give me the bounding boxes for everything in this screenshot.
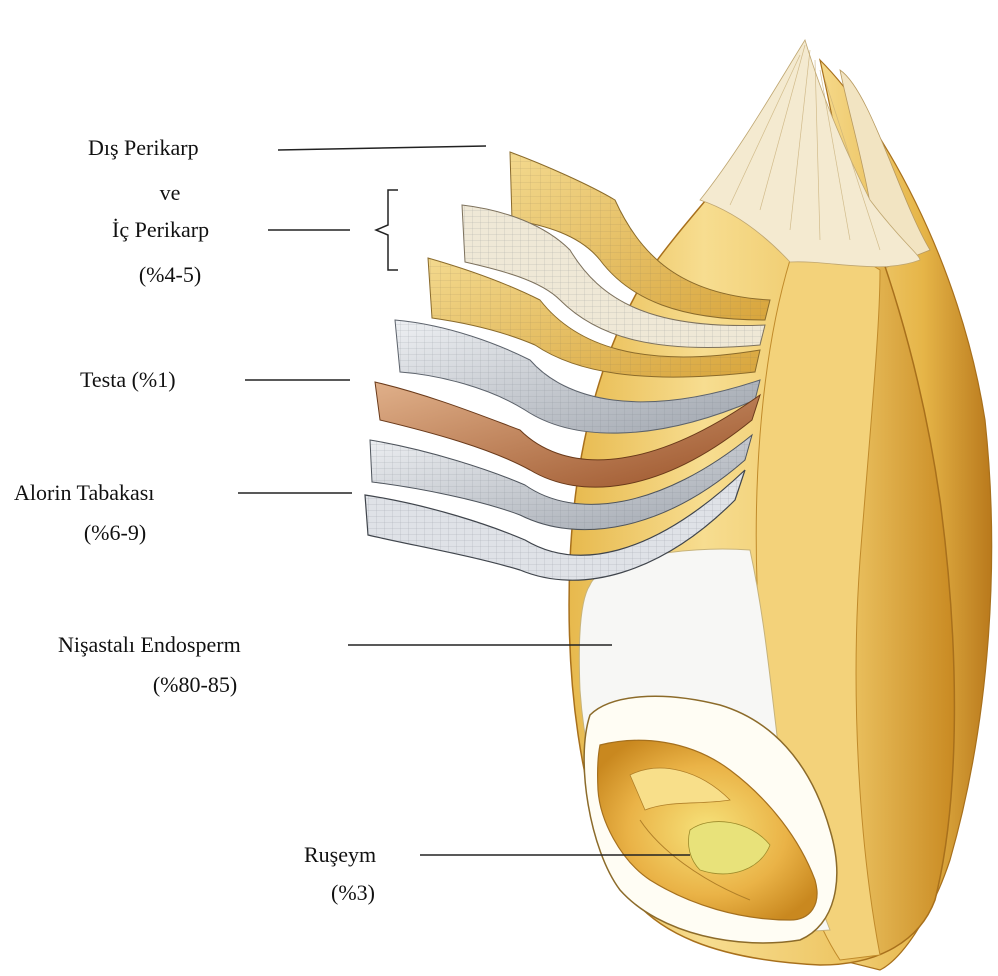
label-inner-pericarp: İç Perikarp (112, 217, 209, 243)
label-germ: Ruşeym (304, 842, 376, 868)
label-aleurone: Alorin Tabakası (14, 480, 154, 506)
leader-line-outer-pericarp (278, 146, 486, 150)
label-pericarp-percent: (%4-5) (115, 262, 225, 288)
label-outer-pericarp: Dış Perikarp (88, 135, 199, 161)
pericarp-bracket (376, 190, 398, 270)
label-germ-percent: (%3) (318, 880, 388, 906)
label-endosperm: Nişastalı Endosperm (58, 632, 241, 658)
label-and: ve (150, 180, 190, 206)
label-aleurone-percent: (%6-9) (60, 520, 170, 546)
label-testa: Testa (%1) (80, 367, 176, 393)
label-endosperm-percent: (%80-85) (130, 672, 260, 698)
